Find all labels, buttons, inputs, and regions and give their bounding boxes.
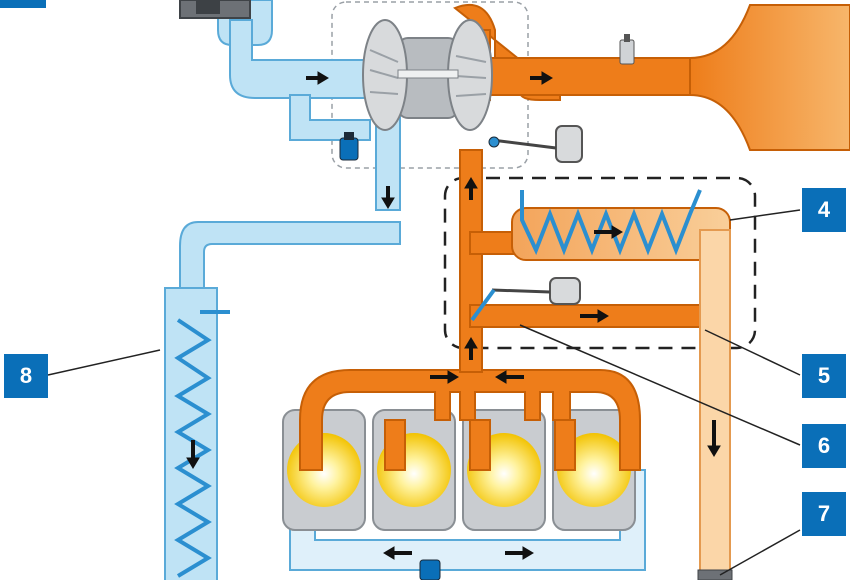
turbo-housing-outline <box>331 1 529 169</box>
egr-module-outline <box>443 176 757 350</box>
egr-outlet-clamp <box>697 569 733 580</box>
egr-cooler-coolant-coil <box>520 189 702 256</box>
callout-8: 8 <box>4 354 48 398</box>
callout-4: 4 <box>802 188 846 232</box>
egr-return-pipe <box>699 229 731 580</box>
turbocharger <box>362 19 493 131</box>
flow-arrow-icon <box>186 71 721 560</box>
engine-cylinders <box>282 409 636 531</box>
exhaust-tailpipe <box>689 4 850 151</box>
valve-icon <box>419 559 441 580</box>
charge-air-cooler-coil <box>174 318 212 578</box>
callout-leaders <box>47 209 801 576</box>
actuator-icon <box>470 277 581 322</box>
air-filter <box>179 0 251 19</box>
callout-top-partial <box>0 0 46 8</box>
valve-icon <box>339 132 359 161</box>
sensor-icon <box>619 34 635 65</box>
actuator-icon <box>488 125 583 163</box>
callout-7: 7 <box>802 492 846 536</box>
callout-5: 5 <box>802 354 846 398</box>
callout-6: 6 <box>802 424 846 468</box>
intake-air-path <box>164 0 401 580</box>
